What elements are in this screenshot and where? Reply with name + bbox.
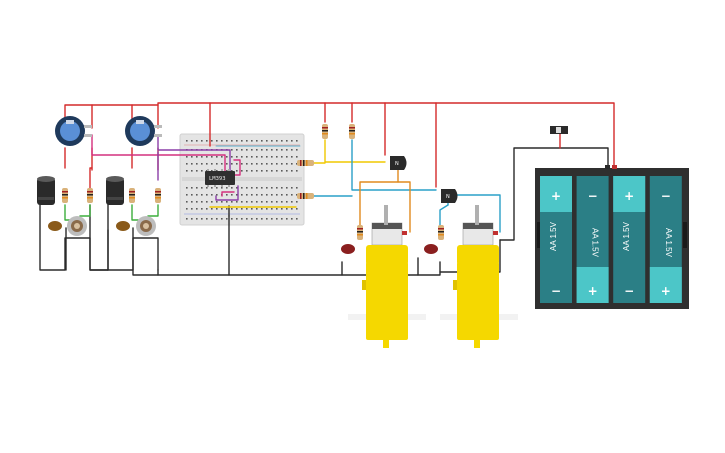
battery-cell-3: + − AA 1.5V: [613, 176, 646, 303]
cell-top-sign: +: [551, 189, 561, 203]
led-right-1[interactable]: [116, 221, 130, 231]
battery-cell-4: − + AA 1.5V: [649, 176, 682, 303]
cell-label: AA 1.5V: [549, 221, 558, 251]
resistor-7: [297, 160, 314, 166]
breadboard[interactable]: [179, 133, 305, 226]
cell-bottom-sign: +: [588, 284, 598, 298]
resistor-5: [322, 124, 328, 139]
cell-label: AA 1.5V: [591, 228, 600, 258]
resistor-10: [438, 225, 444, 240]
cell-bottom-sign: −: [551, 284, 561, 298]
battery-cell-1: + − AA 1.5V: [540, 176, 572, 303]
transistor-left-label: N: [395, 161, 399, 167]
photoresistor-left[interactable]: [67, 216, 87, 236]
cell-bottom-sign: +: [661, 284, 671, 298]
potentiometer-right[interactable]: [125, 116, 162, 146]
resistor-6: [349, 124, 355, 139]
ground-wires: [39, 147, 609, 276]
cell-label: AA 1.5V: [622, 221, 631, 251]
capacitor-right[interactable]: [106, 176, 124, 205]
resistor-2: [87, 188, 93, 203]
resistors[interactable]: [62, 124, 444, 240]
resistor-1: [62, 188, 68, 203]
resistor-4: [155, 188, 161, 203]
gear-motor-right[interactable]: [440, 205, 518, 348]
cell-label: AA 1.5V: [664, 228, 673, 258]
capacitor-left[interactable]: [37, 176, 55, 205]
transistor-left[interactable]: N: [390, 156, 407, 170]
resistor-8: [297, 193, 314, 199]
cell-bottom-sign: −: [624, 284, 634, 298]
positive-wires: [64, 102, 615, 189]
led-right-2[interactable]: [424, 244, 438, 254]
cell-top-sign: +: [624, 189, 634, 203]
gear-motor-left[interactable]: [348, 205, 426, 348]
chip-label: LM393: [209, 176, 226, 182]
photoresistor-right[interactable]: [136, 216, 156, 236]
cell-top-sign: −: [588, 189, 598, 203]
led-left-2[interactable]: [341, 244, 355, 254]
resistor-9: [357, 225, 363, 240]
potentiometer-left[interactable]: [55, 116, 92, 146]
comparator-chip[interactable]: LM393: [205, 169, 235, 187]
slide-switch[interactable]: [550, 126, 568, 134]
transistor-right[interactable]: N: [441, 189, 458, 203]
resistor-3: [129, 188, 135, 203]
driver-wires: [209, 139, 501, 233]
transistor-right-label: N: [446, 194, 450, 200]
battery-pack[interactable]: + − AA 1.5V − + AA 1.5V + − AA 1.5V − + AA 1.5V: [535, 165, 689, 309]
led-left-1[interactable]: [48, 221, 62, 231]
cell-top-sign: −: [661, 189, 671, 203]
battery-cell-2: − + AA 1.5V: [576, 176, 609, 303]
signal-wires: [64, 134, 241, 221]
